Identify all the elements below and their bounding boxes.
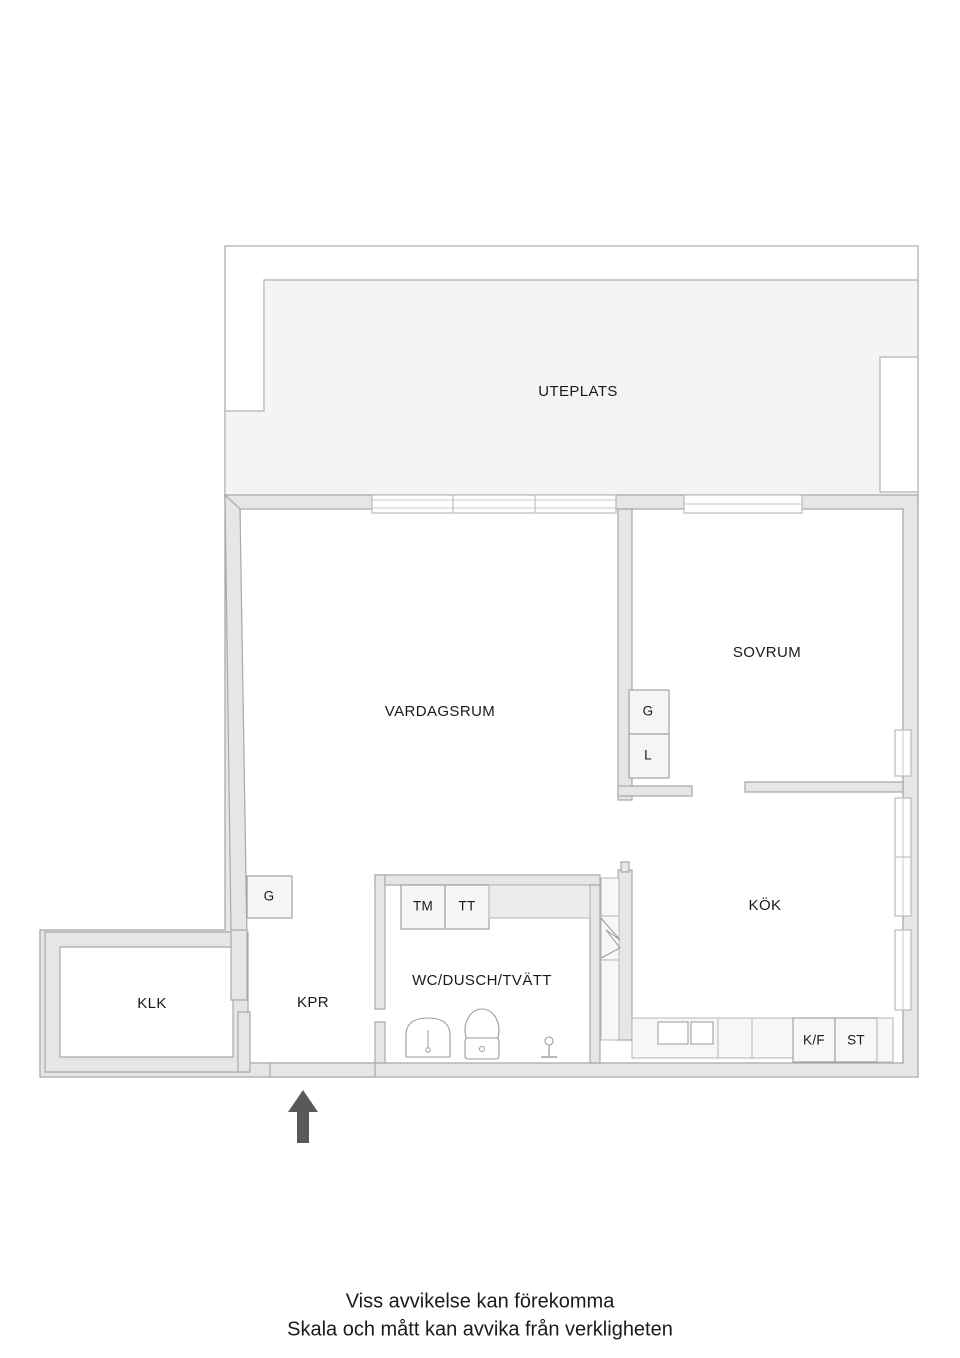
fridge-freezer-box	[792, 1017, 836, 1063]
room-labels: UTEPLATS VARDAGSRUM SOVRUM KÖK WC/DUSCH/…	[137, 383, 801, 1012]
kitchen-wall-cab-upper	[600, 877, 620, 917]
kitchen-end-cab	[876, 1017, 894, 1063]
dryer-box	[444, 884, 490, 930]
toilet-flush	[479, 1046, 485, 1052]
kitchen-wall-stub	[620, 861, 630, 873]
partition-kitchen-left	[617, 869, 633, 1041]
shower-head-icon	[544, 1036, 554, 1046]
wall-structure	[39, 493, 919, 1078]
closet-hall-g-box	[246, 875, 293, 919]
unit-label-closet-sovrum-g: G	[643, 704, 654, 719]
room-label-kok: KÖK	[749, 896, 782, 914]
cleaning-closet-box	[834, 1017, 878, 1063]
room-label-klk: KLK	[137, 995, 167, 1012]
partition-bath-left-lower	[374, 1021, 386, 1064]
room-label-uteplats: UTEPLATS	[538, 383, 618, 400]
hob-right	[690, 1021, 714, 1045]
room-label-wc-dusch-tvatt: WC/DUSCH/TVÄTT	[412, 972, 552, 989]
caption-line-1: Viss avvikelse kan förekomma	[346, 1290, 616, 1312]
entrance-arrow-shape	[288, 1090, 318, 1143]
klk-right-stub	[237, 1011, 251, 1073]
room-label-kpr: KPR	[297, 994, 329, 1011]
partition-bath-left-upper	[374, 874, 386, 1010]
sliding-door-living	[371, 494, 617, 514]
caption-line-2: Skala och mått kan avvika från verklighe…	[287, 1318, 673, 1340]
unit-label-closet-sovrum-l: L	[644, 748, 652, 763]
entrance-wall-right	[269, 1062, 376, 1078]
unit-label-fridge-freezer: K/F	[803, 1033, 825, 1048]
closet-sovrum-g-box	[628, 689, 670, 735]
room-label-vardagsrum: VARDAGSRUM	[385, 703, 495, 720]
partition-bedroom-closet-return	[617, 785, 693, 797]
partition-bedroom-kitchen	[744, 781, 904, 793]
fixtures-group	[246, 689, 894, 1063]
hob-left	[657, 1021, 689, 1045]
bath-counter-run	[488, 884, 591, 919]
hall-left-wall	[230, 929, 248, 1001]
terrace-deck	[224, 279, 919, 498]
washbasin-drain	[425, 1047, 431, 1053]
washer-box	[400, 884, 446, 930]
unit-label-cleaning-closet: ST	[847, 1033, 865, 1048]
folding-door-icon	[600, 917, 621, 959]
kitchen-wall-cab-lower	[600, 959, 620, 1041]
entrance-arrow	[288, 1090, 318, 1143]
room-label-sovrum: SOVRUM	[733, 644, 801, 661]
unit-label-closet-hall-g: G	[264, 889, 275, 904]
unit-label-washer: TM	[413, 899, 433, 914]
unit-labels: G L G TM TT K/F ST	[264, 704, 865, 1048]
glazing-group	[371, 494, 912, 1011]
terrace-area	[224, 245, 919, 498]
partition-bath-right	[589, 884, 601, 1064]
toilet-cistern	[464, 1037, 500, 1060]
closet-sovrum-l-box	[628, 733, 670, 779]
partition-bath-top	[374, 874, 601, 886]
unit-label-dryer: TT	[458, 899, 475, 914]
caption-block: Viss avvikelse kan förekomma Skala och m…	[287, 1290, 673, 1340]
